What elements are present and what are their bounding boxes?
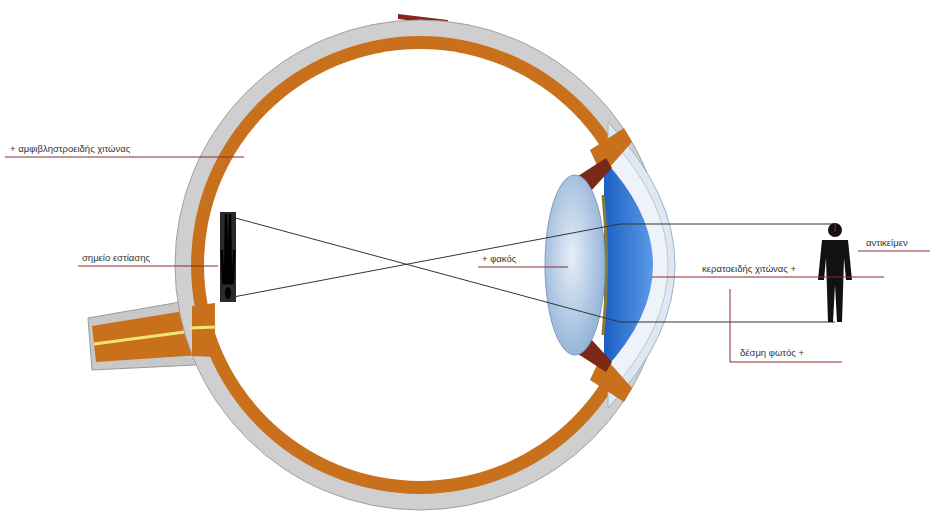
retina-layer	[191, 36, 649, 494]
lens	[545, 175, 605, 355]
part-label: + φακός	[480, 253, 518, 265]
leader-line	[5, 157, 930, 362]
part-label: κερατοειδής χιτώνας +	[700, 263, 798, 275]
part-label: αντικείμεν	[864, 237, 910, 249]
object-figure	[818, 223, 852, 322]
vitreous-body	[204, 49, 636, 481]
part-label: σημείο εστίασης	[80, 252, 152, 264]
optic-disc-line	[190, 327, 216, 328]
light-ray	[228, 216, 835, 322]
anterior-chamber	[604, 160, 653, 370]
optic-disc	[192, 303, 215, 357]
part-label: + αμφιβληστροειδής χιτώνας	[8, 143, 132, 155]
part-label: δέσμη φωτός +	[738, 347, 806, 359]
image-patch	[220, 212, 236, 302]
image-figure	[220, 214, 235, 299]
sclera	[175, 20, 665, 510]
